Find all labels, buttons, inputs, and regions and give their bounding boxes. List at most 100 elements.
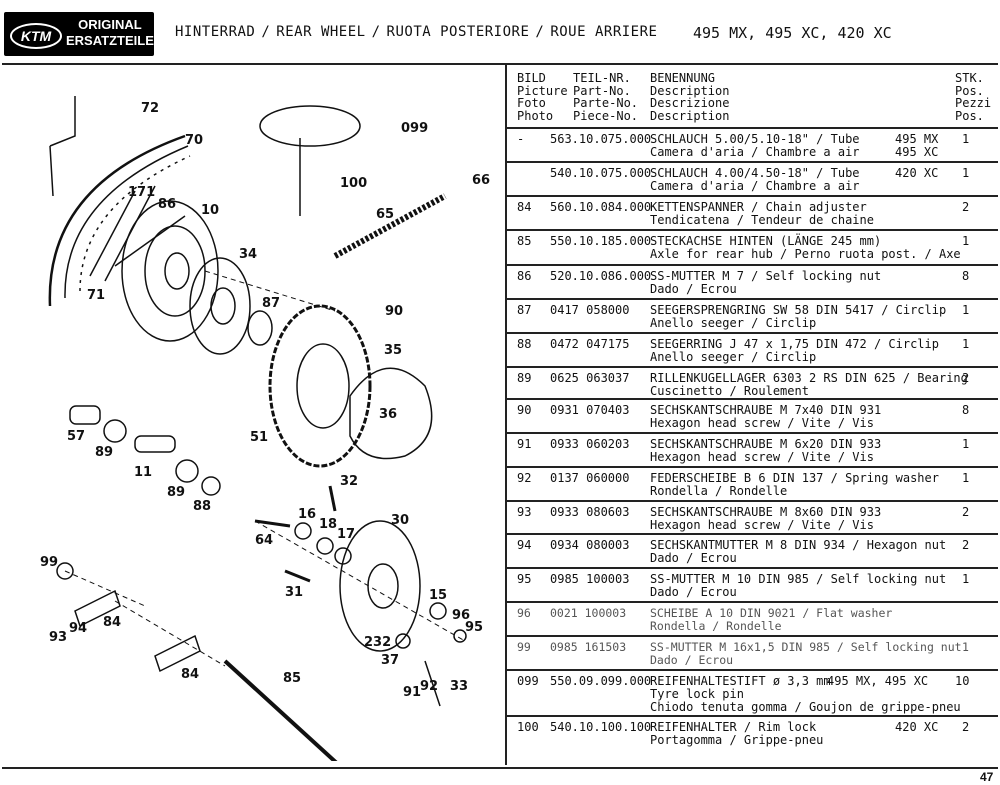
callout-label: 71 xyxy=(87,288,105,303)
row-quantity: 1 xyxy=(962,640,969,654)
description-line: Portagomma / Grippe-pneu xyxy=(650,733,824,747)
description-line: SEEGERRING J 47 x 1,75 DIN 472 / Circlip xyxy=(650,337,939,351)
row-models: 420 XC xyxy=(895,167,938,180)
ktm-brand-mark: KTM xyxy=(10,23,62,49)
row-description: STECKACHSE HINTEN (LÄNGE 245 mm)Axle for… xyxy=(650,235,961,261)
row-picture-number: 84 xyxy=(517,200,532,214)
callout-label: 95 xyxy=(465,620,483,635)
description-line: Hexagon head screw / Vite / Vis xyxy=(650,518,874,532)
description-line: Axle for rear hub / Perno ruota post. / … xyxy=(650,247,961,261)
model-line: 495 MX xyxy=(895,132,939,146)
callout-label: 84 xyxy=(103,615,121,630)
title-en: REAR WHEEL xyxy=(276,24,366,40)
logo-line-2: ERSATZTEILE xyxy=(66,33,154,48)
row-quantity: 2 xyxy=(962,505,970,519)
page-number: 47 xyxy=(980,770,994,784)
callout-label: 93 xyxy=(49,630,67,645)
callout-label: 099 xyxy=(401,121,428,136)
description-line: REIFENHALTESTIFT ø 3,3 mm xyxy=(650,674,831,688)
callout-label: 88 xyxy=(193,499,211,514)
description-line: STECKACHSE HINTEN (LÄNGE 245 mm) xyxy=(650,234,882,248)
callout-label: 90 xyxy=(385,304,403,319)
exploded-parts-diagram: 72 70 099 100 66 171 86 10 65 34 71 87 9… xyxy=(40,96,490,761)
title-de: HINTERRAD xyxy=(175,24,256,40)
row-part-number: 560.10.084.000 xyxy=(550,200,652,214)
row-part-number: 0472 047175 xyxy=(550,337,630,351)
callout-label: 15 xyxy=(429,588,447,603)
row-quantity: 8 xyxy=(962,403,970,417)
description-line: Hexagon head screw / Vite / Vis xyxy=(650,416,874,430)
row-picture-number: 90 xyxy=(517,403,532,417)
callout-labels: 72 70 099 100 66 171 86 10 65 34 71 87 9… xyxy=(40,101,490,700)
description-line: Rondella / Rondelle xyxy=(650,619,782,633)
callout-label: 30 xyxy=(391,513,409,528)
row-part-number: 0985 161503 xyxy=(550,640,627,654)
callout-label: 66 xyxy=(472,173,490,188)
callout-label: 96 xyxy=(452,608,470,623)
row-picture-number: 96 xyxy=(517,606,531,620)
row-quantity: 1 xyxy=(962,303,970,317)
row-quantity: 1 xyxy=(962,166,970,180)
description-line: Dado / Ecrou xyxy=(650,551,737,565)
callout-label: 87 xyxy=(262,296,280,311)
callout-label: 171 xyxy=(128,185,155,200)
description-line: Camera d'aria / Chambre a air xyxy=(650,145,860,159)
callout-label: 35 xyxy=(384,343,402,358)
description-line: Dado / Ecrou xyxy=(650,653,734,667)
description-line: Dado / Ecrou xyxy=(650,585,737,599)
row-part-number: 563.10.075.000 xyxy=(550,132,652,146)
row-part-number: 0934 080003 xyxy=(550,538,630,552)
description-line: REIFENHALTER / Rim lock xyxy=(650,720,817,734)
description-line: Tyre lock pin xyxy=(650,687,744,701)
row-description: RILLENKUGELLAGER 6303 2 RS DIN 625 / Bea… xyxy=(650,372,968,398)
title-fr: ROUE ARRIERE xyxy=(550,24,658,40)
row-quantity: 2 xyxy=(962,371,970,385)
row-part-number: 540.10.100.100 xyxy=(550,720,652,734)
row-picture-number: 89 xyxy=(517,371,532,385)
row-part-number: 0985 100003 xyxy=(550,572,630,586)
callout-label: 11 xyxy=(134,465,152,480)
callout-label: 232 xyxy=(364,635,391,650)
title-it: RUOTA POSTERIORE xyxy=(386,24,530,40)
row-picture-number: 92 xyxy=(517,471,532,485)
row-quantity: 2 xyxy=(962,200,970,214)
description-line: Camera d'aria / Chambre a air xyxy=(650,179,860,193)
row-quantity: 1 xyxy=(962,572,970,586)
callout-label: 89 xyxy=(95,445,113,460)
callout-label: 89 xyxy=(167,485,185,500)
row-picture-number: 94 xyxy=(517,538,532,552)
table-row: 99 0985 161503 SS-MUTTER M 16x1,5 DIN 985 … xyxy=(507,635,998,669)
callout-label: 16 xyxy=(298,507,316,522)
callout-label: 17 xyxy=(337,527,355,542)
description-line: SS-MUTTER M 16x1,5 DIN 985 / Self lockin… xyxy=(650,640,962,654)
callout-label: 70 xyxy=(185,133,203,148)
description-line: Cuscinetto / Roulement xyxy=(650,384,809,398)
callout-label: 99 xyxy=(40,555,58,570)
row-description: SEEGERSPRENGRING SW 58 DIN 5417 / Circli… xyxy=(650,304,946,330)
description-line: SEEGERSPRENGRING SW 58 DIN 5417 / Circli… xyxy=(650,303,947,317)
row-picture-number: 88 xyxy=(517,337,532,351)
callout-label: 64 xyxy=(255,533,273,548)
row-picture-number: 99 xyxy=(517,640,531,654)
row-description: SEEGERRING J 47 x 1,75 DIN 472 / Circlip… xyxy=(650,338,939,364)
callout-label: 18 xyxy=(319,517,337,532)
row-quantity: 8 xyxy=(962,269,970,283)
row-picture-number: 099 xyxy=(517,674,539,688)
